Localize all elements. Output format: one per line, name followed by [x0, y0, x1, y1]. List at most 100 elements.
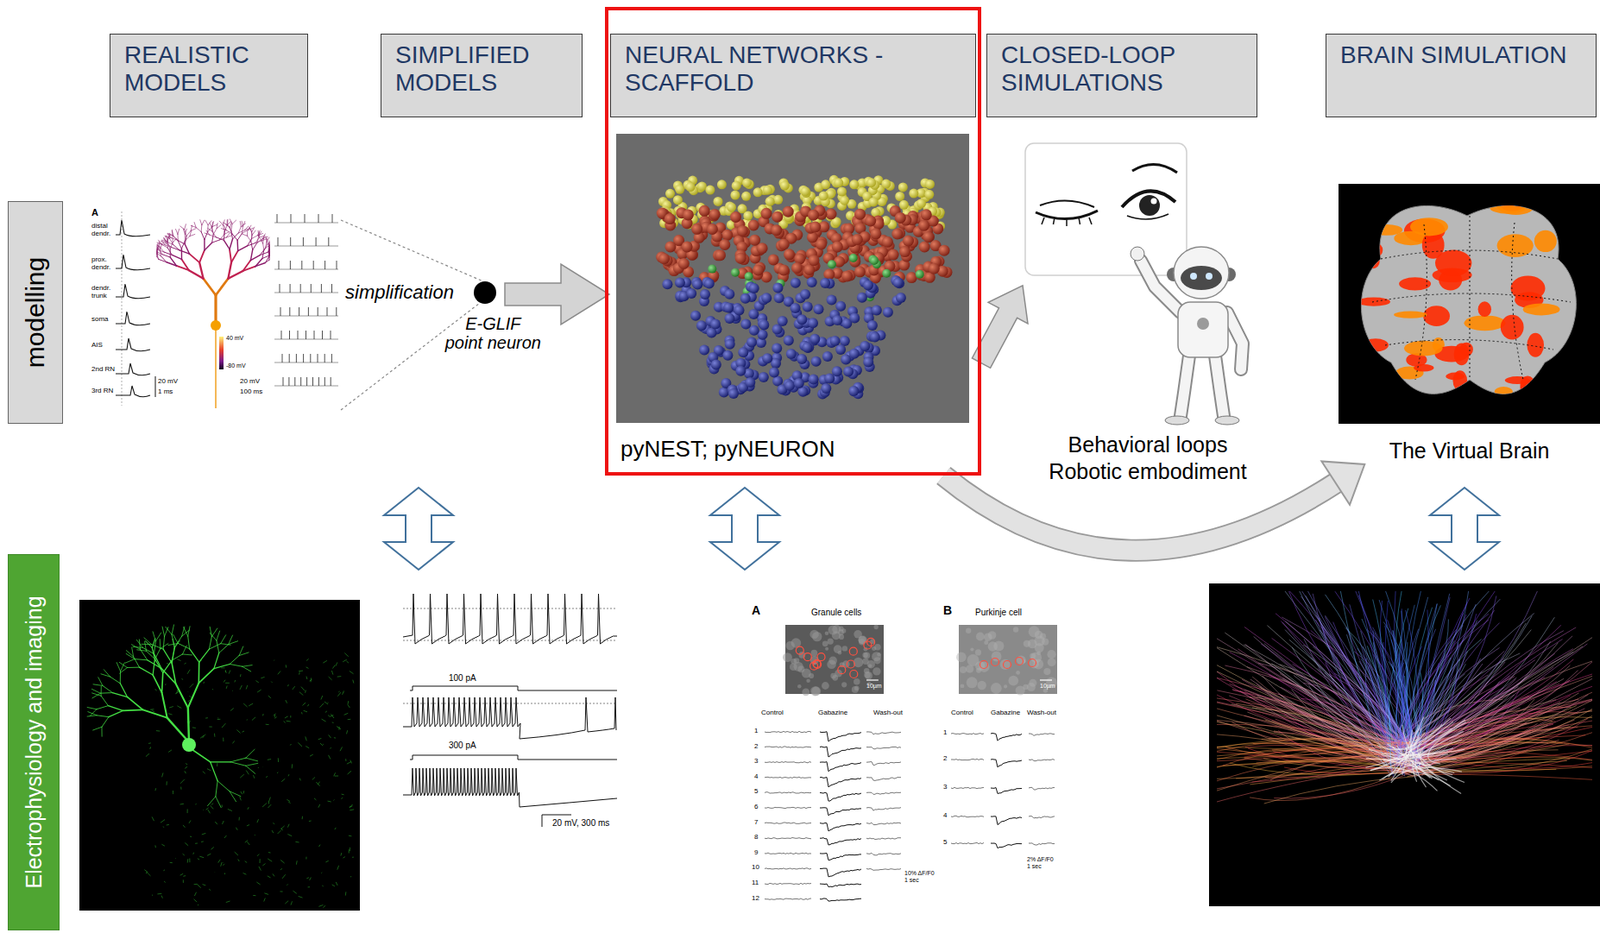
voltage-trace [115, 363, 151, 376]
dendrite [171, 662, 177, 684]
cell-sphere [802, 302, 813, 313]
axon-plexus [277, 670, 281, 675]
axon-plexus [199, 856, 204, 858]
cell-sphere [840, 353, 851, 365]
activation-blob [1398, 277, 1431, 290]
cell-sphere [902, 235, 914, 247]
dendrite [204, 242, 213, 251]
cell-sphere [749, 325, 760, 336]
axon-plexus [202, 809, 204, 812]
cell-sphere [726, 202, 737, 213]
voltage-trace [403, 697, 617, 739]
axon-plexus [295, 841, 299, 844]
axon-plexus [197, 858, 200, 861]
cell-sphere [730, 211, 742, 223]
cell-sphere [894, 191, 905, 202]
current-step [409, 755, 618, 760]
axon-plexus [168, 713, 173, 715]
dendrite [122, 709, 143, 711]
axon-plexus [184, 842, 189, 845]
cell-sphere [741, 191, 751, 202]
robot-foot [1165, 415, 1190, 425]
cell-sphere [718, 239, 731, 251]
dendrite [164, 627, 169, 637]
micrograph [958, 624, 1058, 694]
dendrite [229, 221, 232, 227]
scale-bar [866, 679, 879, 681]
axon-plexus [321, 885, 323, 888]
activation-blob [1494, 386, 1513, 397]
axon-plexus [286, 884, 288, 886]
cell-sphere [790, 302, 801, 314]
speckle [862, 657, 870, 665]
dendrite [100, 726, 102, 737]
dendrite [246, 235, 251, 242]
axon-plexus [335, 661, 338, 666]
axon-plexus [175, 857, 177, 859]
axon-plexus [184, 770, 187, 774]
activation-blob [1478, 301, 1492, 317]
activation-blob [1500, 314, 1525, 341]
spike [306, 377, 308, 386]
axon-plexus [248, 703, 253, 706]
dendrite [184, 229, 187, 236]
dendrite [119, 683, 127, 698]
axon-plexus [151, 709, 155, 712]
axon-plexus [222, 863, 225, 866]
activation-blob [1557, 198, 1577, 219]
spike [317, 307, 319, 316]
cell-sphere [833, 177, 844, 188]
cell-sphere [790, 277, 801, 289]
spike [318, 377, 320, 386]
activation-group [1357, 191, 1582, 397]
calcium-trace [819, 746, 862, 757]
dendrite [245, 757, 259, 762]
axon-plexus [265, 775, 267, 778]
cell-sphere [826, 295, 838, 306]
axon-plexus [206, 807, 209, 810]
spike [312, 377, 314, 386]
axon-plexus [337, 865, 340, 870]
axon-plexus [318, 804, 321, 808]
dendrite [264, 244, 268, 251]
dendrite [144, 637, 152, 645]
dendrite [151, 644, 164, 650]
cell-sphere [893, 277, 904, 289]
axon-plexus [281, 828, 284, 832]
dendrite [189, 648, 200, 662]
dendrite [171, 229, 174, 235]
axon-plexus [214, 821, 218, 825]
calcium-trace [1028, 759, 1055, 762]
dendrite [224, 225, 227, 232]
axon-plexus [245, 861, 248, 863]
dendrite [132, 647, 134, 657]
dendrite [216, 630, 221, 641]
cell-sphere [796, 353, 807, 365]
cell-sphere [682, 208, 694, 221]
cell-sphere [709, 208, 721, 221]
axon-plexus [274, 717, 278, 719]
spike [318, 214, 320, 223]
cell-sphere [673, 195, 683, 205]
axon-plexus [207, 853, 211, 856]
double-arrow [710, 487, 780, 570]
spike [300, 377, 302, 386]
cell-sphere [737, 225, 749, 237]
cell-sphere [783, 248, 795, 260]
dendrite [246, 230, 248, 236]
axon-plexus [223, 680, 226, 683]
axon-plexus [267, 875, 271, 878]
axon-plexus [145, 871, 147, 874]
calcium-trace [951, 815, 984, 817]
axon-plexus [325, 860, 328, 863]
axon-plexus [262, 863, 265, 866]
eyelash [1065, 219, 1068, 227]
eyelash [1078, 217, 1081, 225]
cell-sphere [881, 179, 891, 189]
cell-sphere [686, 288, 697, 299]
cell-sphere [869, 332, 881, 343]
dendrite [242, 266, 255, 271]
dendrite [160, 256, 167, 263]
dendrite [186, 230, 191, 236]
cell-sphere [737, 346, 749, 358]
